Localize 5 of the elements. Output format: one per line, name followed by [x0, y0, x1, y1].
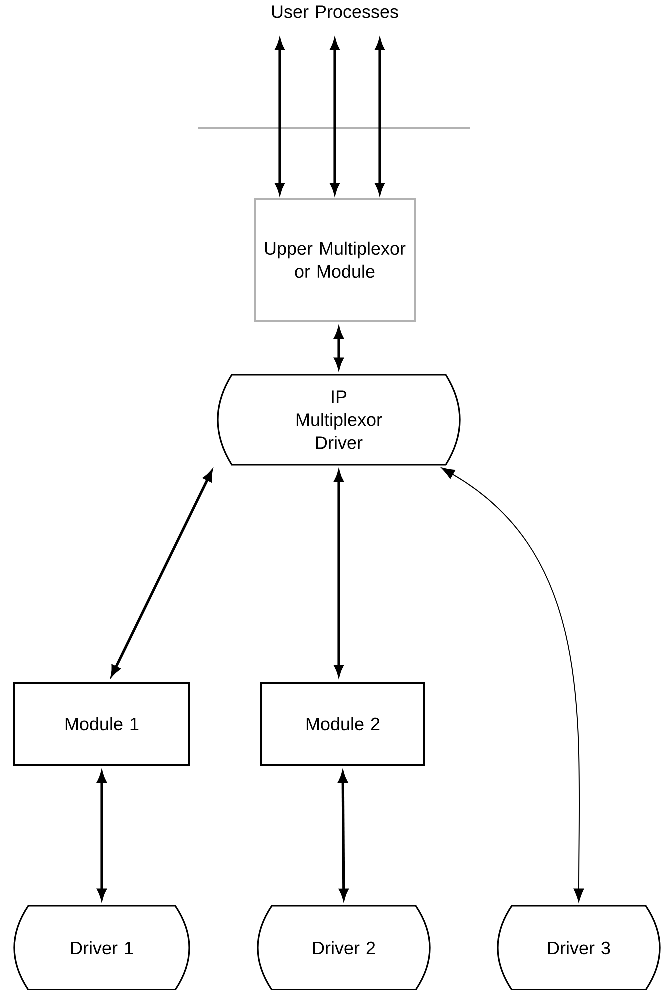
module-box: Module 1 — [14, 682, 190, 766]
module-box: Module 2 — [260, 682, 426, 766]
module-box: Upper Multiplexor or Module — [254, 198, 416, 322]
arrow — [442, 468, 584, 902]
heading-text: User Processes — [272, 6, 398, 18]
